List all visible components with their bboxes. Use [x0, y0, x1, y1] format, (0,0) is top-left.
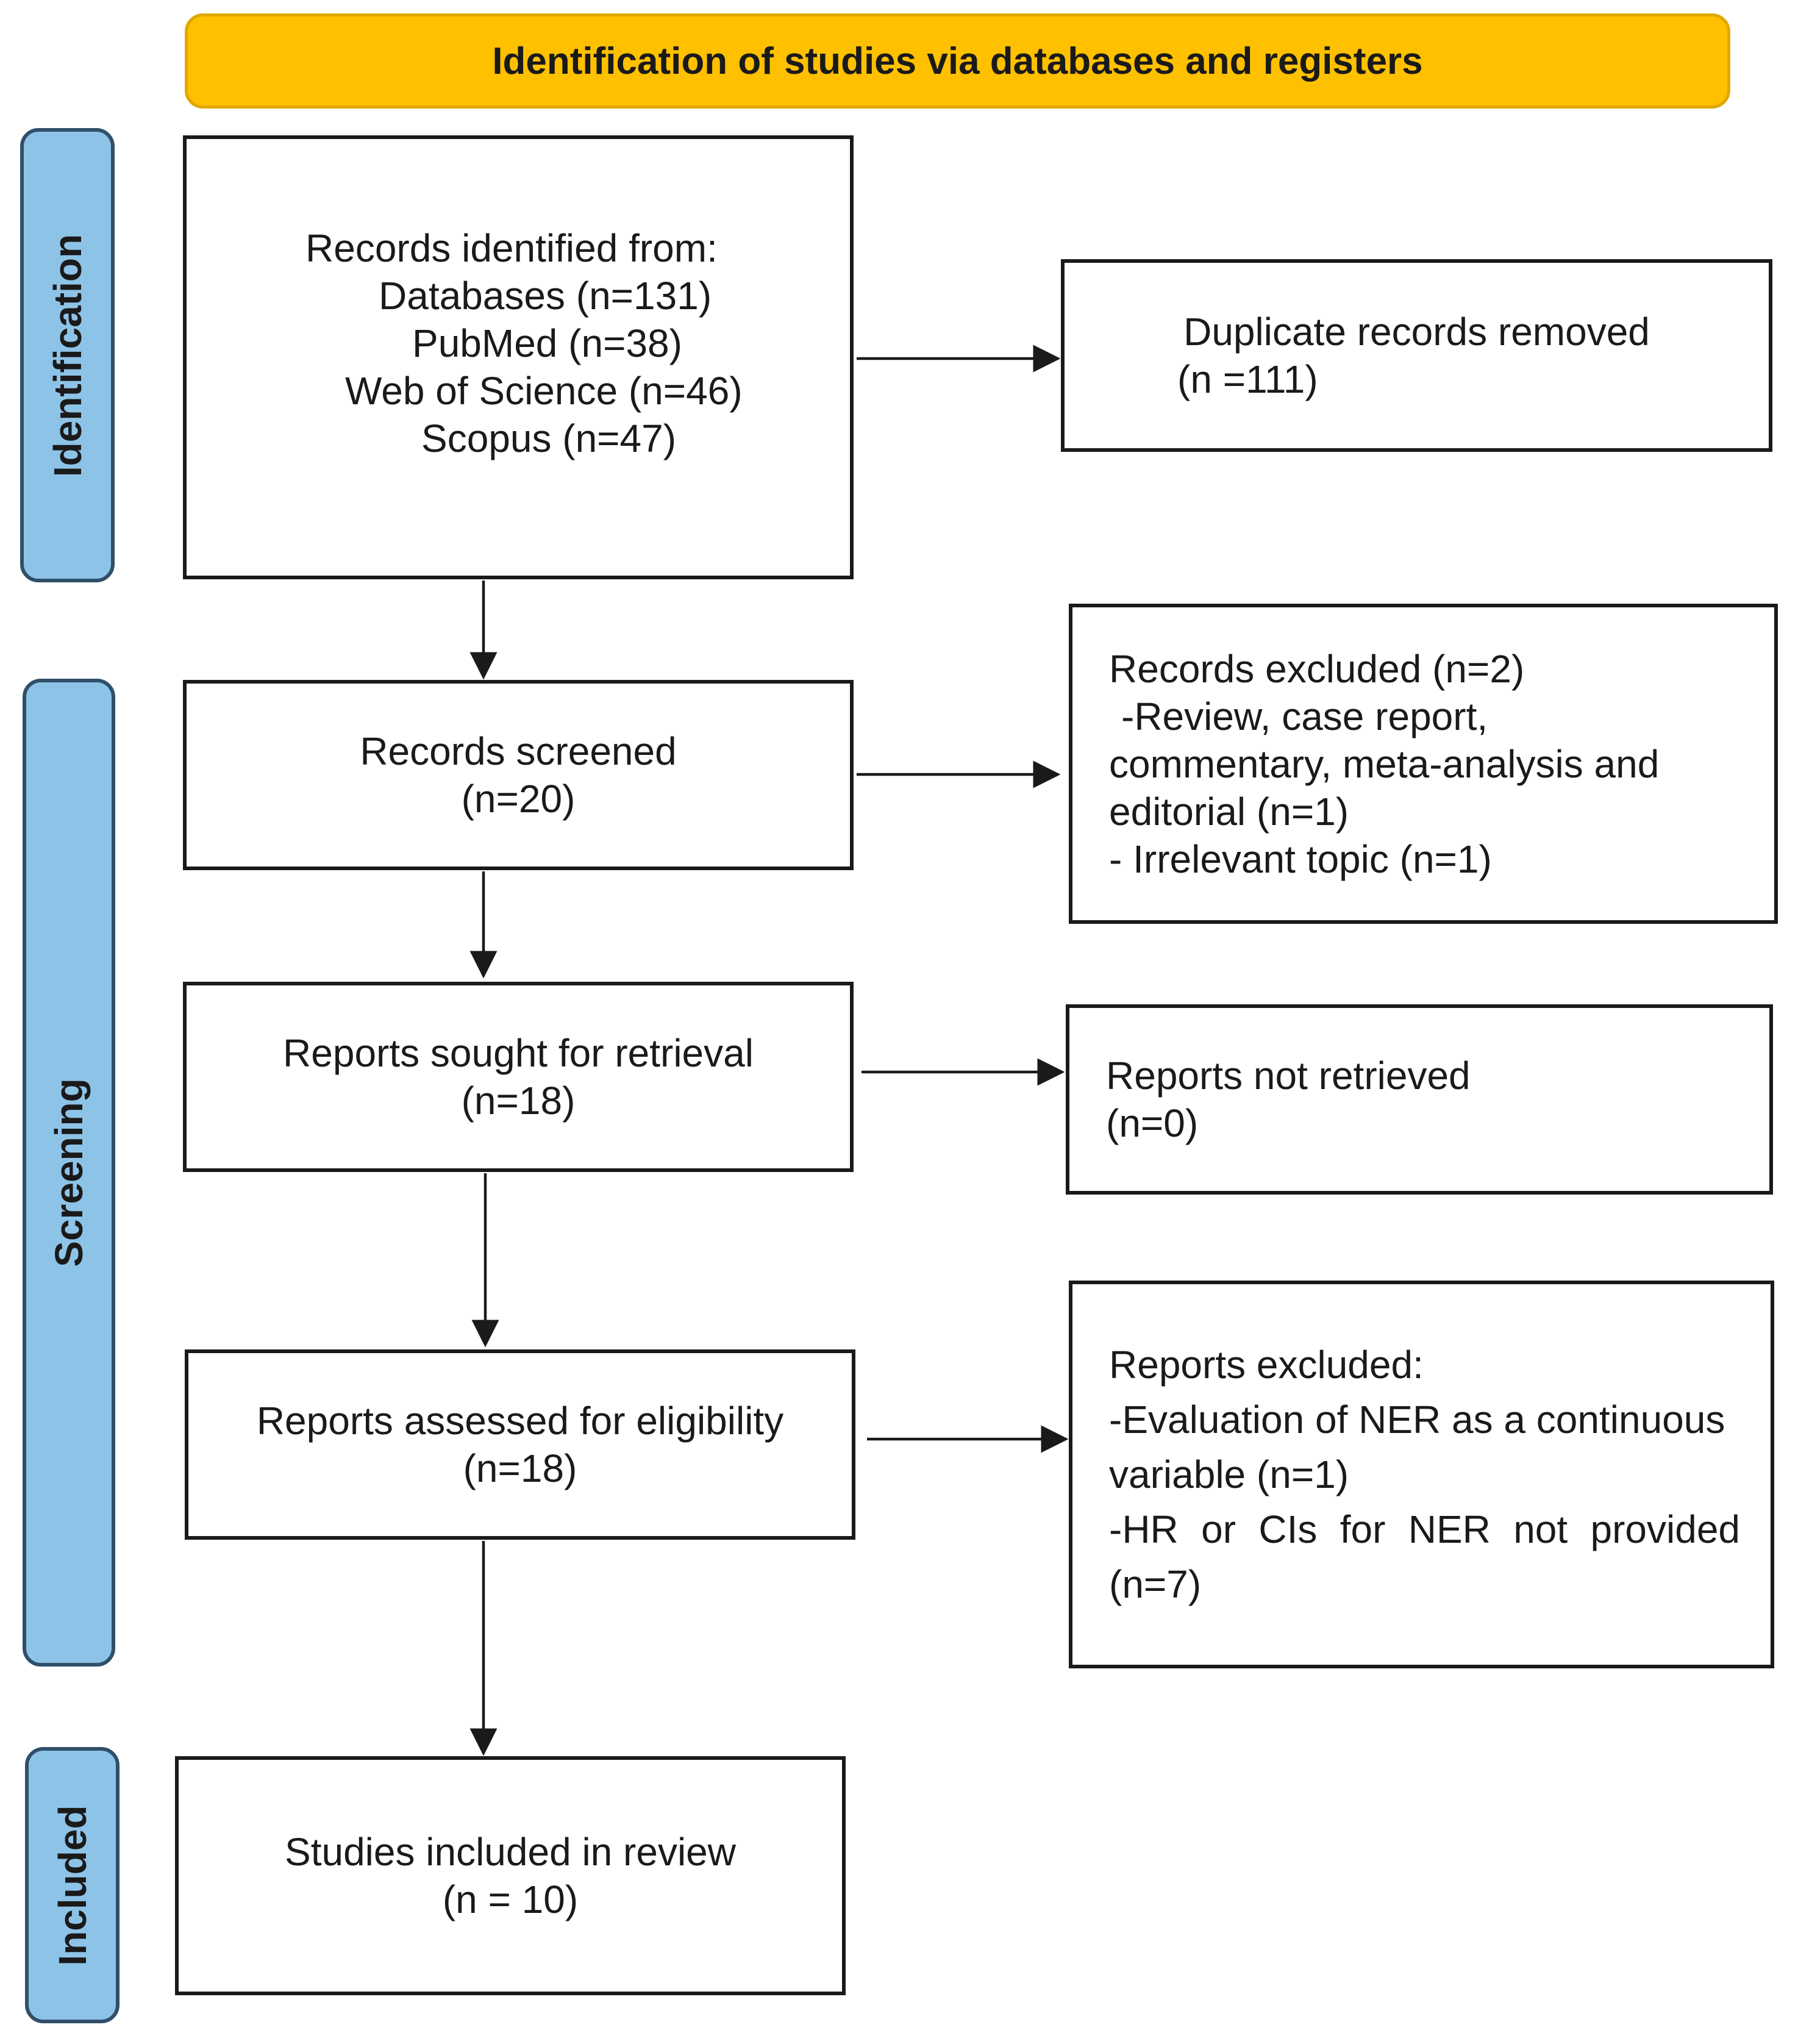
records-excluded-heading: Records excluded (n=2) [1109, 646, 1525, 691]
reports-excluded-reason-2: -HR or CIs for NER not provided [1109, 1507, 1740, 1551]
records-identified-heading: Records identified from: [305, 226, 718, 270]
records-excluded-box: Records excluded (n=2) -Review, case rep… [1069, 604, 1778, 924]
records-screened-label: Records screened [360, 729, 677, 773]
phase-identification: Identification [20, 128, 115, 582]
reports-not-retrieved-count: (n=0) [1106, 1101, 1199, 1145]
reports-excluded-reason-1: -Evaluation of NER as a continuous [1109, 1398, 1725, 1442]
records-excluded-reason-1-cont: commentary, meta-analysis and [1109, 741, 1660, 786]
duplicates-removed-box: Duplicate records removed (n =111) [1061, 259, 1772, 452]
header-banner: Identification of studies via databases … [185, 13, 1730, 109]
databases-line: Databases (n=131) [379, 274, 712, 318]
reports-not-retrieved-box: Reports not retrieved (n=0) [1066, 1004, 1773, 1195]
duplicates-removed-label: Duplicate records removed [1183, 310, 1650, 354]
reports-not-retrieved-label: Reports not retrieved [1106, 1054, 1471, 1098]
phase-screening: Screening [23, 679, 115, 1667]
reports-excluded-heading: Reports excluded: [1109, 1343, 1424, 1387]
studies-included-count: (n = 10) [442, 1878, 579, 1921]
web-of-science-line: Web of Science (n=46) [345, 369, 743, 413]
studies-included-box: Studies included in review (n = 10) [175, 1756, 846, 1995]
reports-sought-box: Reports sought for retrieval (n=18) [183, 982, 854, 1172]
studies-included-label: Studies included in review [285, 1830, 736, 1874]
duplicates-removed-count: (n =111) [1177, 357, 1318, 401]
records-screened-count: (n=20) [461, 777, 576, 821]
pubmed-line: PubMed (n=38) [412, 321, 682, 365]
reports-assessed-label: Reports assessed for eligibility [256, 1399, 784, 1443]
reports-excluded-reason-1-count: variable (n=1) [1109, 1453, 1349, 1496]
header-title: Identification of studies via databases … [492, 40, 1423, 82]
reports-sought-label: Reports sought for retrieval [283, 1031, 754, 1075]
reports-excluded-box: Reports excluded: -Evaluation of NER as … [1069, 1281, 1774, 1668]
reports-assessed-count: (n=18) [463, 1446, 577, 1490]
scopus-line: Scopus (n=47) [421, 416, 677, 460]
records-screened-box: Records screened (n=20) [183, 680, 854, 870]
records-excluded-reason-2: - Irrelevant topic (n=1) [1109, 837, 1492, 881]
records-excluded-reason-1: -Review, case report, [1121, 694, 1488, 738]
phase-included: Included [25, 1747, 120, 2023]
reports-excluded-reason-2-count: (n=7) [1109, 1562, 1202, 1606]
reports-sought-count: (n=18) [461, 1079, 576, 1123]
records-identified-box: Records identified from: Databases (n=13… [183, 135, 854, 579]
records-excluded-reason-1-count: editorial (n=1) [1109, 789, 1349, 834]
reports-assessed-box: Reports assessed for eligibility (n=18) [185, 1349, 855, 1540]
